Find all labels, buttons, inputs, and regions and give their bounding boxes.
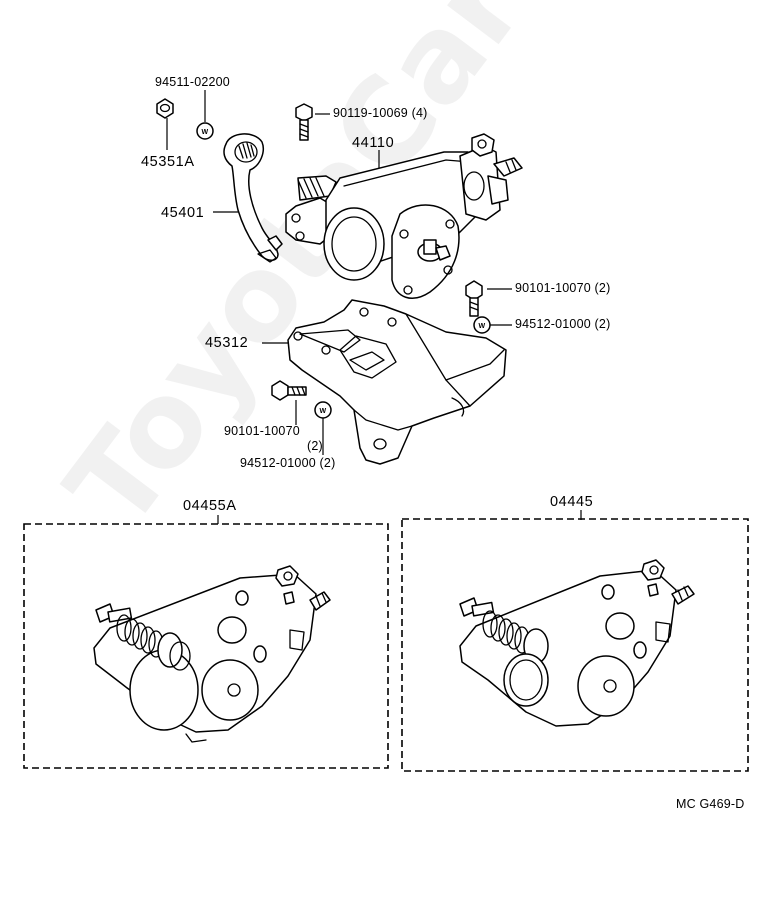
part-label: 90101-10070 [224, 424, 300, 438]
washer-mark: W [479, 323, 486, 330]
kit-label: 04445 [550, 494, 594, 510]
part-label: 45401 [161, 205, 205, 221]
part-label: 90101-10070 (2) [515, 281, 611, 295]
part-label: 44110 [352, 135, 395, 151]
bolt-90119 [295, 103, 313, 141]
gear-housing-kit-04455a [93, 565, 331, 743]
bracket-45312 [287, 299, 507, 465]
nut-45351a [156, 98, 174, 119]
part-label: 45351A [141, 154, 195, 170]
pitman-arm-45401 [223, 133, 283, 263]
washer-mark: W [320, 408, 327, 415]
kit-label: 04455A [183, 498, 237, 514]
gear-housing-kit-04445 [459, 559, 695, 727]
washer-94511: W [196, 122, 214, 140]
spring-coil-04445 [482, 610, 530, 654]
washer-mark: W [202, 129, 209, 136]
washer-94512-upper: W [473, 316, 491, 334]
part-label: 94511-02200 [155, 75, 230, 89]
part-label: (2) [307, 439, 323, 453]
part-label: 45312 [205, 335, 249, 351]
bolt-90101-upper [465, 280, 483, 317]
washer-94512-lower: W [314, 401, 332, 419]
steering-gear-44110 [285, 133, 523, 299]
kit-box-04455a [23, 523, 389, 769]
leader-lines [166, 90, 582, 524]
bolt-90101-lower [271, 380, 307, 401]
part-label: 94512-01000 (2) [515, 317, 611, 331]
part-label: 94512-01000 (2) [240, 456, 336, 470]
figure-code: MC G469-D [676, 797, 745, 811]
part-label: 90119-10069 (4) [333, 106, 428, 120]
kit-box-04445 [401, 518, 749, 772]
